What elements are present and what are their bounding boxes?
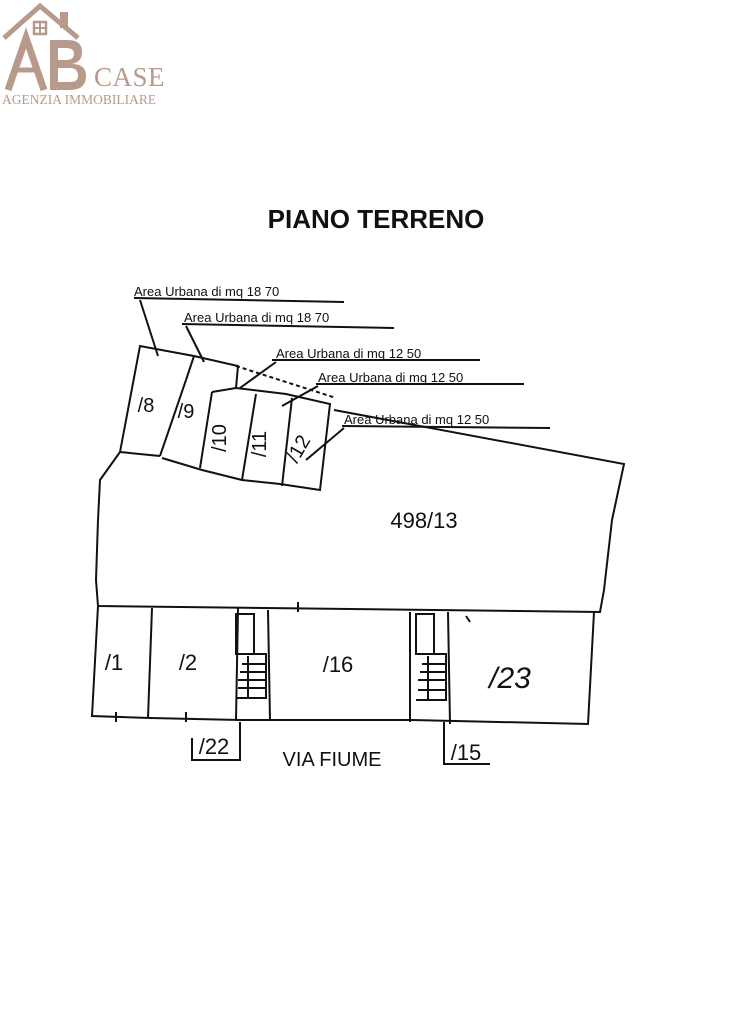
unit-23-label: /23 xyxy=(487,662,531,695)
unit-9-label: /9 xyxy=(178,401,195,423)
main-parcel-outline xyxy=(94,409,626,614)
unit-2-label: /2 xyxy=(179,650,197,675)
area-label-2: Area Urbana di mq 18 70 xyxy=(184,310,329,325)
unit-1-label: /1 xyxy=(105,650,123,675)
plan-title: PIANO TERRENO xyxy=(268,204,485,234)
street-label: VIA FIUME xyxy=(283,749,382,771)
entrance-22-label: /22 xyxy=(199,734,230,759)
agency-logo: CASE AGENZIA IMMOBILIARE xyxy=(0,0,170,110)
area-label-1: Area Urbana di mq 18 70 xyxy=(134,284,279,299)
staircase-right xyxy=(415,613,435,655)
unit-8-label: /8 xyxy=(138,395,155,417)
entrance-15-label: /15 xyxy=(451,740,482,765)
unit-11-label: /11 xyxy=(249,431,271,457)
bottom-units-outline xyxy=(90,605,595,726)
unit-10-label: /10 xyxy=(209,424,231,452)
area-label-3: Area Urbana di mq 12 50 xyxy=(276,346,421,361)
top-units-outline xyxy=(119,344,332,492)
logo-subtitle: AGENZIA IMMOBILIARE xyxy=(2,92,157,107)
main-parcel-label: 498/13 xyxy=(390,508,457,533)
area-label-4: Area Urbana di mq 12 50 xyxy=(318,370,463,385)
area-label-5: Area Urbana di mq 12 50 xyxy=(344,412,489,427)
logo-case-text: CASE xyxy=(94,62,166,92)
unit-16-label: /16 xyxy=(323,652,354,677)
house-logo-icon xyxy=(2,2,86,92)
